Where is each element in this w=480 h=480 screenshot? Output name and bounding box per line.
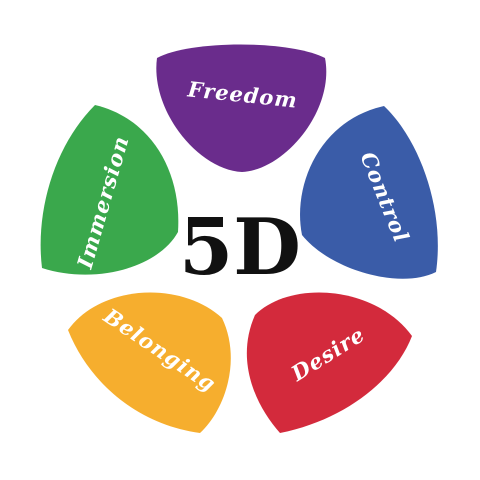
petal-belonging: Belonging <box>68 292 231 433</box>
petal-desire: Desire <box>246 292 412 433</box>
petal-immersion-shape <box>40 105 179 275</box>
petal-freedom-shape <box>156 44 327 172</box>
petal-immersion: Immersion <box>40 105 179 275</box>
petal-freedom: Freedom <box>156 44 327 172</box>
center-title: 5D <box>179 202 301 293</box>
petal-control-shape <box>300 106 438 279</box>
petal-control: Control <box>300 106 438 279</box>
petal-desire-shape <box>246 292 412 433</box>
petal-belonging-shape <box>68 292 231 433</box>
